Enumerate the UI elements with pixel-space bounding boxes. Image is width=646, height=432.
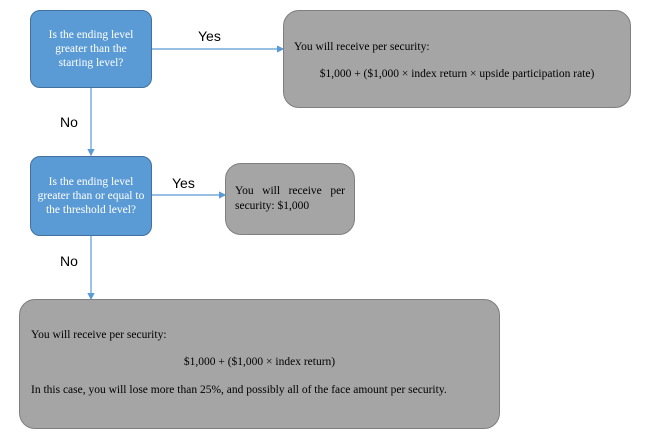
outcome-box-3: You will receive per security: $1,000 + … (19, 299, 500, 429)
outcome-3-note: In this case, you will lose more than 25… (31, 384, 447, 396)
outcome-box-1: You will receive per security: $1,000 + … (283, 10, 631, 108)
edge-label-no-2: No (60, 253, 78, 269)
edge-label-yes-2: Yes (172, 175, 195, 191)
edge-label-no-1: No (60, 114, 78, 130)
outcome-3-formula: $1,000 + ($1,000 × index return) (183, 356, 336, 368)
outcome-2-text: You will receive per security: $1,000 (235, 185, 345, 212)
decision-2-text: Is the ending level greater than or equa… (37, 176, 145, 216)
decision-box-1: Is the ending level greater than the sta… (30, 10, 152, 88)
outcome-box-2: You will receive per security: $1,000 (225, 163, 355, 235)
decision-box-2: Is the ending level greater than or equa… (30, 156, 152, 236)
edge-label-yes-1: Yes (198, 28, 221, 44)
outcome-1-intro: You will receive per security: (294, 41, 430, 53)
outcome-1-formula: $1,000 + ($1,000 × index return × upside… (319, 68, 595, 80)
decision-1-text: Is the ending level greater than the sta… (48, 29, 134, 69)
outcome-3-intro: You will receive per security: (31, 329, 167, 341)
